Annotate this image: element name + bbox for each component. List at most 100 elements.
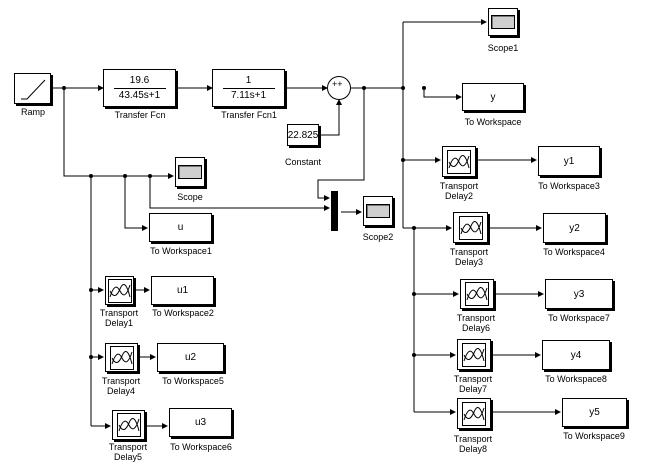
- junction-dot: [89, 288, 93, 292]
- ws-y-var: y: [490, 91, 496, 103]
- signal-line[interactable]: [319, 99, 342, 136]
- ws8-label: To Workspace8: [545, 374, 607, 384]
- transport-delay4-block[interactable]: [105, 343, 138, 372]
- junction-dot: [123, 174, 127, 178]
- ws3-var: y1: [563, 155, 575, 167]
- scope-label: Scope: [177, 192, 203, 202]
- ws7-var: y3: [573, 288, 585, 300]
- to-workspace7-block[interactable]: y3: [545, 279, 613, 309]
- ws9-var: y5: [589, 407, 600, 418]
- scope-block[interactable]: [175, 157, 205, 187]
- tf2-denominator: 7.11s+1: [230, 89, 267, 101]
- scope2-label: Scope2: [362, 232, 394, 242]
- signal-line[interactable]: [149, 176, 330, 211]
- sum-block[interactable]: ++: [327, 76, 351, 100]
- scope2-block[interactable]: [363, 196, 393, 226]
- signal-line[interactable]: [423, 88, 462, 100]
- junction-dot: [62, 86, 66, 90]
- to-workspace9-block[interactable]: y5: [562, 398, 627, 427]
- junction-dot: [412, 292, 416, 296]
- transport-delay-icon: [109, 345, 134, 370]
- transport-delay-icon: [462, 342, 486, 367]
- ramp-block[interactable]: [14, 73, 51, 104]
- scope1-label: Scope1: [487, 43, 519, 53]
- transport-delay8-block[interactable]: [457, 398, 491, 429]
- transport-delay-icon: [465, 282, 489, 306]
- junction-dot: [89, 355, 93, 359]
- transport-delay-icon: [107, 278, 132, 303]
- to-workspace-block[interactable]: y: [462, 83, 524, 111]
- to-workspace8-block[interactable]: y4: [542, 340, 610, 370]
- constant-label: Constant: [284, 157, 322, 167]
- scope-icon: [366, 204, 390, 218]
- tf2-numerator: 1: [245, 74, 252, 86]
- to-workspace3-block[interactable]: y1: [538, 146, 600, 176]
- to-workspace1-block[interactable]: u: [149, 213, 212, 242]
- ramp-icon: [20, 79, 45, 99]
- transport-delay5-block[interactable]: [112, 410, 145, 440]
- tf2-label: Transfer Fcn1: [221, 110, 277, 120]
- mux-block[interactable]: [331, 191, 338, 231]
- junction-dot: [89, 174, 93, 178]
- tf1-numerator: 19.6: [129, 74, 150, 86]
- ws-u-var: u: [177, 222, 184, 233]
- junction-dot: [148, 174, 152, 178]
- junction-dot: [401, 86, 405, 90]
- ws4-label: To Workspace4: [543, 247, 605, 257]
- junction-dot: [412, 353, 416, 357]
- to-workspace4-block[interactable]: y2: [543, 213, 606, 243]
- ws2-label: To Workspace2: [152, 308, 214, 318]
- transport-delay1-block[interactable]: [105, 276, 134, 305]
- constant-value: 22.825: [287, 129, 319, 141]
- transport-delay-icon: [462, 401, 486, 426]
- ws8-var: y4: [570, 349, 582, 361]
- ws-y-label: To Workspace: [464, 117, 522, 127]
- signal-line[interactable]: [317, 88, 365, 201]
- tf1-label: Transfer Fcn: [114, 110, 166, 120]
- to-workspace5-block[interactable]: u2: [157, 343, 224, 372]
- ws2-var: u1: [176, 285, 189, 296]
- scope-icon: [491, 15, 515, 29]
- ws6-label: To Workspace6: [170, 442, 232, 452]
- signal-line[interactable]: [124, 176, 148, 231]
- scope-icon: [178, 165, 202, 179]
- ws5-label: To Workspace5: [162, 376, 224, 386]
- ws6-var: u3: [194, 417, 207, 428]
- ws4-var: y2: [569, 222, 580, 234]
- constant-block[interactable]: 22.825: [287, 124, 319, 146]
- ws7-label: To Workspace7: [548, 313, 610, 323]
- junction-dot: [412, 226, 416, 230]
- ramp-label: Ramp: [20, 107, 45, 117]
- transport-delay7-block[interactable]: [457, 339, 491, 370]
- transport-delay-icon: [458, 215, 483, 240]
- junction-dot: [422, 86, 426, 90]
- transport-delay6-block[interactable]: [460, 279, 494, 309]
- junction-dot: [401, 158, 405, 162]
- ws5-var: u2: [184, 352, 197, 363]
- to-workspace2-block[interactable]: u1: [151, 276, 214, 305]
- transport-delay-icon: [116, 413, 141, 437]
- transfer-fcn1-block[interactable]: 1 7.11s+1: [212, 69, 285, 107]
- ws9-label: To Workspace9: [563, 431, 625, 441]
- transport-delay-icon: [447, 149, 471, 174]
- tf1-denominator: 43.45s+1: [118, 89, 161, 101]
- signal-line[interactable]: [63, 88, 91, 177]
- transport-delay3-block[interactable]: [453, 212, 488, 243]
- junction-dot: [362, 86, 366, 90]
- transfer-fcn-block[interactable]: 19.6 43.45s+1: [103, 69, 176, 107]
- ws3-label: To Workspace3: [538, 181, 600, 191]
- sum-icon: ++: [332, 79, 343, 89]
- scope1-block[interactable]: [488, 8, 518, 36]
- transport-delay2-block[interactable]: [442, 146, 476, 177]
- to-workspace6-block[interactable]: u3: [169, 408, 232, 437]
